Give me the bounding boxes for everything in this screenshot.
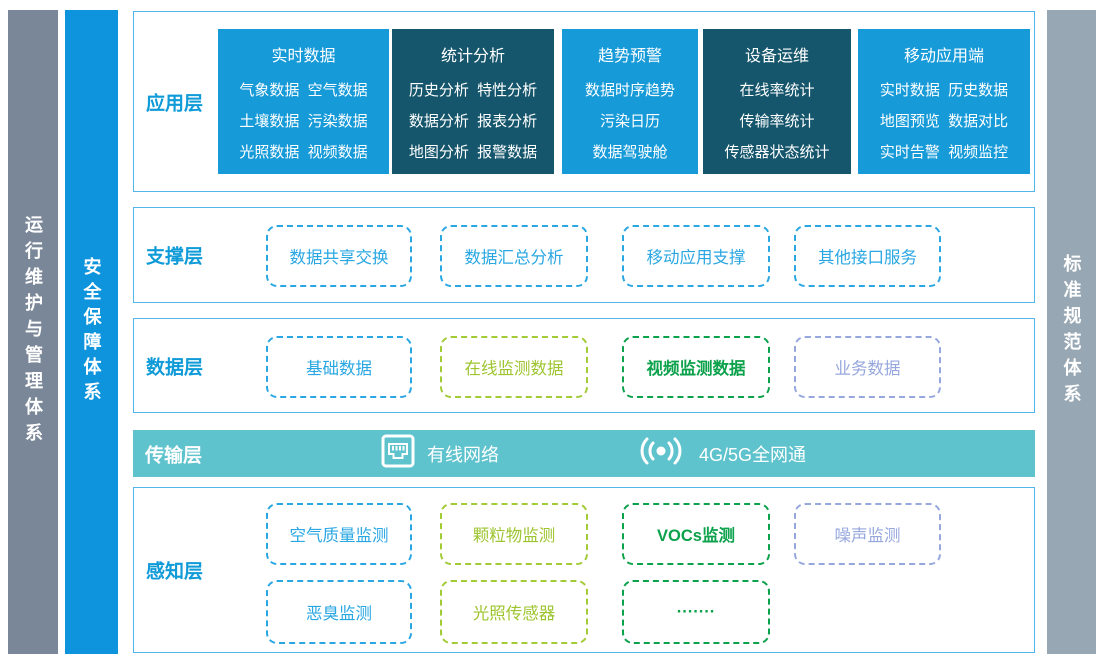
data-layer: 数据层 基础数据 在线监测数据 视频监测数据 业务数据 <box>133 318 1035 413</box>
app-column-title: 设备运维 <box>744 48 809 65</box>
support-pill-other-interfaces: 其他接口服务 <box>794 225 941 287</box>
data-pill-basic-data: 基础数据 <box>266 336 412 398</box>
app-column-title: 趋势预警 <box>597 48 662 65</box>
support-pill-data-aggregation: 数据汇总分析 <box>440 225 588 287</box>
app-column-item: 气象数据 空气数据 <box>239 82 368 99</box>
perception-pill-light-sensor: 光照传感器 <box>440 580 588 644</box>
app-column-item: 数据时序趋势 <box>584 82 675 99</box>
app-column-title: 统计分析 <box>440 48 505 65</box>
support-pill-data-sharing: 数据共享交换 <box>266 225 412 287</box>
transport-wireless-network: 4G/5G全网通 <box>635 430 806 477</box>
app-column-statistical-analysis: 统计分析 历史分析 特性分析 数据分析 报表分析 地图分析 报警数据 <box>392 29 554 174</box>
ethernet-icon <box>381 434 415 473</box>
app-column-item: 污染日历 <box>599 113 660 130</box>
perception-pill-odor: 恶臭监测 <box>266 580 412 644</box>
application-layer-label: 应用层 <box>146 93 204 114</box>
app-column-item: 土壤数据 污染数据 <box>239 113 368 130</box>
perception-layer-label: 感知层 <box>146 561 204 583</box>
wired-network-label: 有线网络 <box>427 444 499 465</box>
sidebar-operations-system: 运行维护与管理体系 <box>8 10 58 654</box>
transport-layer-label: 传输层 <box>145 445 203 466</box>
perception-pill-vocs: VOCs监测 <box>622 503 770 565</box>
data-pill-business-data: 业务数据 <box>794 336 941 398</box>
sidebar-security-system: 安全保障体系 <box>65 10 118 654</box>
app-column-item: 实时数据 历史数据 <box>879 82 1009 99</box>
perception-pill-noise: 噪声监测 <box>794 503 941 565</box>
sidebar-security-label: 安全保障体系 <box>81 257 102 407</box>
sidebar-standards-label: 标准规范体系 <box>1061 254 1082 410</box>
app-column-item: 实时告警 视频监控 <box>879 144 1009 161</box>
wireless-icon <box>635 434 687 473</box>
perception-pill-more: ······· <box>622 580 770 644</box>
app-column-item: 地图分析 报警数据 <box>408 144 538 161</box>
app-column-item: 数据分析 报表分析 <box>408 113 538 130</box>
perception-layer: 感知层 空气质量监测 颗粒物监测 VOCs监测 噪声监测 恶臭监测 光照传感器 … <box>133 487 1035 653</box>
app-column-device-operations: 设备运维 在线率统计 传输率统计 传感器状态统计 <box>703 29 851 174</box>
application-layer: 应用层 实时数据 气象数据 空气数据 土壤数据 污染数据 光照数据 视频数据 统… <box>133 11 1035 192</box>
app-column-item: 传感器状态统计 <box>724 144 830 161</box>
data-layer-label: 数据层 <box>146 357 204 378</box>
perception-pill-air-quality: 空气质量监测 <box>266 503 412 565</box>
data-pill-video-monitoring-data: 视频监测数据 <box>622 336 770 398</box>
app-column-item: 历史分析 特性分析 <box>408 82 538 99</box>
app-column-title: 移动应用端 <box>903 48 984 65</box>
sidebar-standards-system: 标准规范体系 <box>1047 10 1096 654</box>
transport-layer: 传输层 有线网络 <box>133 430 1035 477</box>
app-column-title: 实时数据 <box>271 48 336 65</box>
app-column-item: 在线率统计 <box>739 82 815 99</box>
transport-wired-network: 有线网络 <box>381 430 499 477</box>
app-column-item: 光照数据 视频数据 <box>239 144 368 161</box>
support-pill-mobile-support: 移动应用支撑 <box>622 225 770 287</box>
support-layer: 支撑层 数据共享交换 数据汇总分析 移动应用支撑 其他接口服务 <box>133 207 1035 303</box>
wireless-network-label: 4G/5G全网通 <box>699 444 807 465</box>
app-column-item: 数据驾驶舱 <box>592 144 668 161</box>
app-column-realtime-data: 实时数据 气象数据 空气数据 土壤数据 污染数据 光照数据 视频数据 <box>218 29 389 174</box>
app-column-mobile-app: 移动应用端 实时数据 历史数据 地图预览 数据对比 实时告警 视频监控 <box>858 29 1030 174</box>
app-column-trend-warning: 趋势预警 数据时序趋势 污染日历 数据驾驶舱 <box>562 29 698 174</box>
sidebar-operations-label: 运行维护与管理体系 <box>23 215 43 449</box>
perception-pill-particulate: 颗粒物监测 <box>440 503 588 565</box>
app-column-item: 传输率统计 <box>739 113 815 130</box>
data-pill-online-monitoring-data: 在线监测数据 <box>440 336 588 398</box>
app-column-item: 地图预览 数据对比 <box>879 113 1009 130</box>
support-layer-label: 支撑层 <box>146 246 204 268</box>
